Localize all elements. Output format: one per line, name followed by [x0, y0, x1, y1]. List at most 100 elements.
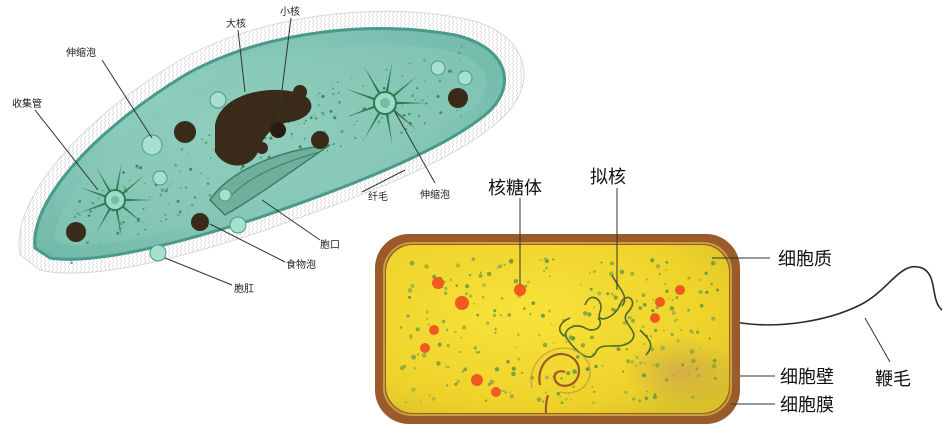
cytoplasm-granule	[411, 387, 416, 392]
cytoplasm-granule	[691, 395, 695, 399]
cytoplasm-granule	[448, 366, 450, 368]
cytoplasm-granule	[635, 356, 638, 359]
granule	[317, 94, 318, 95]
cytoplasm-granule	[581, 343, 585, 347]
granule	[317, 97, 318, 98]
cytoplasm-granule	[409, 334, 413, 338]
granule	[318, 104, 320, 106]
cytoplasm-granule	[444, 292, 447, 295]
cytoplasm-granule	[687, 373, 689, 375]
cytoplasm-granule	[503, 390, 505, 392]
cytoplasm-granule	[696, 367, 699, 370]
granule	[210, 157, 211, 158]
granule	[386, 69, 388, 71]
vesicle	[458, 71, 472, 85]
cytoplasm-granule	[405, 401, 407, 403]
granule	[137, 233, 139, 235]
granule	[213, 149, 215, 151]
granule	[423, 59, 426, 62]
granule	[189, 168, 192, 171]
granule	[305, 120, 307, 122]
cytoplasm-granule	[433, 275, 436, 278]
granule	[73, 215, 76, 218]
granule	[171, 183, 172, 184]
cytoplasm-granule	[593, 270, 596, 273]
cytoplasm-granule	[651, 309, 654, 312]
granule	[122, 221, 124, 223]
cytoplasm-granule	[506, 360, 510, 364]
cytoplasm-granule	[586, 367, 590, 371]
granule	[78, 200, 81, 203]
label-anal-pore: 胞肛	[234, 283, 254, 295]
cytoplasm-granule	[500, 314, 502, 316]
granule	[200, 173, 201, 174]
cytoplasm-granule	[698, 290, 702, 294]
bacterium: 核糖体 拟核 细胞质 鞭毛 细胞壁 细胞膜	[375, 167, 942, 424]
cytoplasm-granule	[408, 288, 413, 293]
cytoplasm-granule	[406, 315, 409, 318]
granule	[143, 208, 145, 210]
cytoplasm-granule	[654, 329, 657, 332]
granule	[363, 139, 364, 140]
cytoplasm-granule	[617, 347, 621, 351]
granule	[205, 141, 208, 144]
granule	[362, 85, 363, 86]
granule	[402, 105, 403, 106]
cytoplasm-granule	[671, 333, 674, 336]
cytoplasm-granule	[545, 267, 548, 270]
cytoplasm-granule	[537, 397, 542, 402]
granule	[165, 190, 168, 193]
granule	[359, 97, 360, 98]
cytoplasm-granule	[693, 332, 695, 334]
cytoplasm-granule	[469, 294, 473, 298]
cytoplasm-granule	[493, 309, 496, 312]
cytoplasm-granule	[479, 274, 483, 278]
cytoplasm-granule	[670, 306, 675, 311]
granule	[331, 84, 332, 85]
cytoplasm-granule	[527, 281, 530, 284]
granule	[439, 111, 442, 114]
cytoplasm-granule	[456, 263, 460, 267]
cytoplasm-granule	[540, 259, 542, 261]
granule	[260, 156, 262, 158]
cytoplasm-granule	[428, 324, 430, 326]
cytoplasm-granule	[642, 293, 646, 297]
cytoplasm-granule	[422, 353, 427, 358]
cytoplasm-granule	[672, 299, 674, 301]
cytoplasm-granule	[643, 303, 647, 307]
cytoplasm-granule	[509, 392, 511, 394]
cytoplasm-granule	[666, 269, 668, 271]
cytoplasm-granule	[660, 346, 665, 351]
food-vacuole	[174, 121, 196, 143]
cytoplasm-granule	[566, 371, 570, 375]
granule	[292, 137, 293, 138]
food-vacuole	[293, 85, 307, 99]
cytoplasm-granule	[710, 282, 713, 285]
cytoplasm-granule	[580, 284, 582, 286]
granule	[144, 229, 146, 231]
cytoplasm-granule	[473, 303, 475, 305]
cytoplasm-granule	[482, 296, 484, 298]
granule	[400, 131, 403, 134]
granule	[180, 187, 181, 188]
granule	[383, 87, 386, 90]
granule	[354, 137, 356, 139]
cytoplasm-granule	[713, 359, 717, 363]
cytoplasm-granule	[472, 257, 476, 261]
granule	[299, 145, 302, 148]
cytoplasm-granule	[606, 292, 609, 295]
cytoplasm-granule	[549, 276, 551, 278]
cytoplasm-granule	[680, 329, 682, 331]
cytoplasm-granule	[456, 285, 458, 287]
cytoplasm-granule	[410, 337, 412, 339]
label-cilia: 纤毛	[368, 190, 388, 203]
granule	[164, 214, 166, 216]
cytoplasm-granule	[638, 399, 641, 402]
cytoplasm-granule	[542, 401, 544, 403]
granule	[194, 196, 196, 198]
cytoplasm-granule	[545, 375, 549, 379]
ribosome	[491, 387, 501, 397]
cytoplasm-granule	[611, 293, 613, 295]
granule	[338, 101, 341, 104]
granule	[403, 114, 406, 117]
